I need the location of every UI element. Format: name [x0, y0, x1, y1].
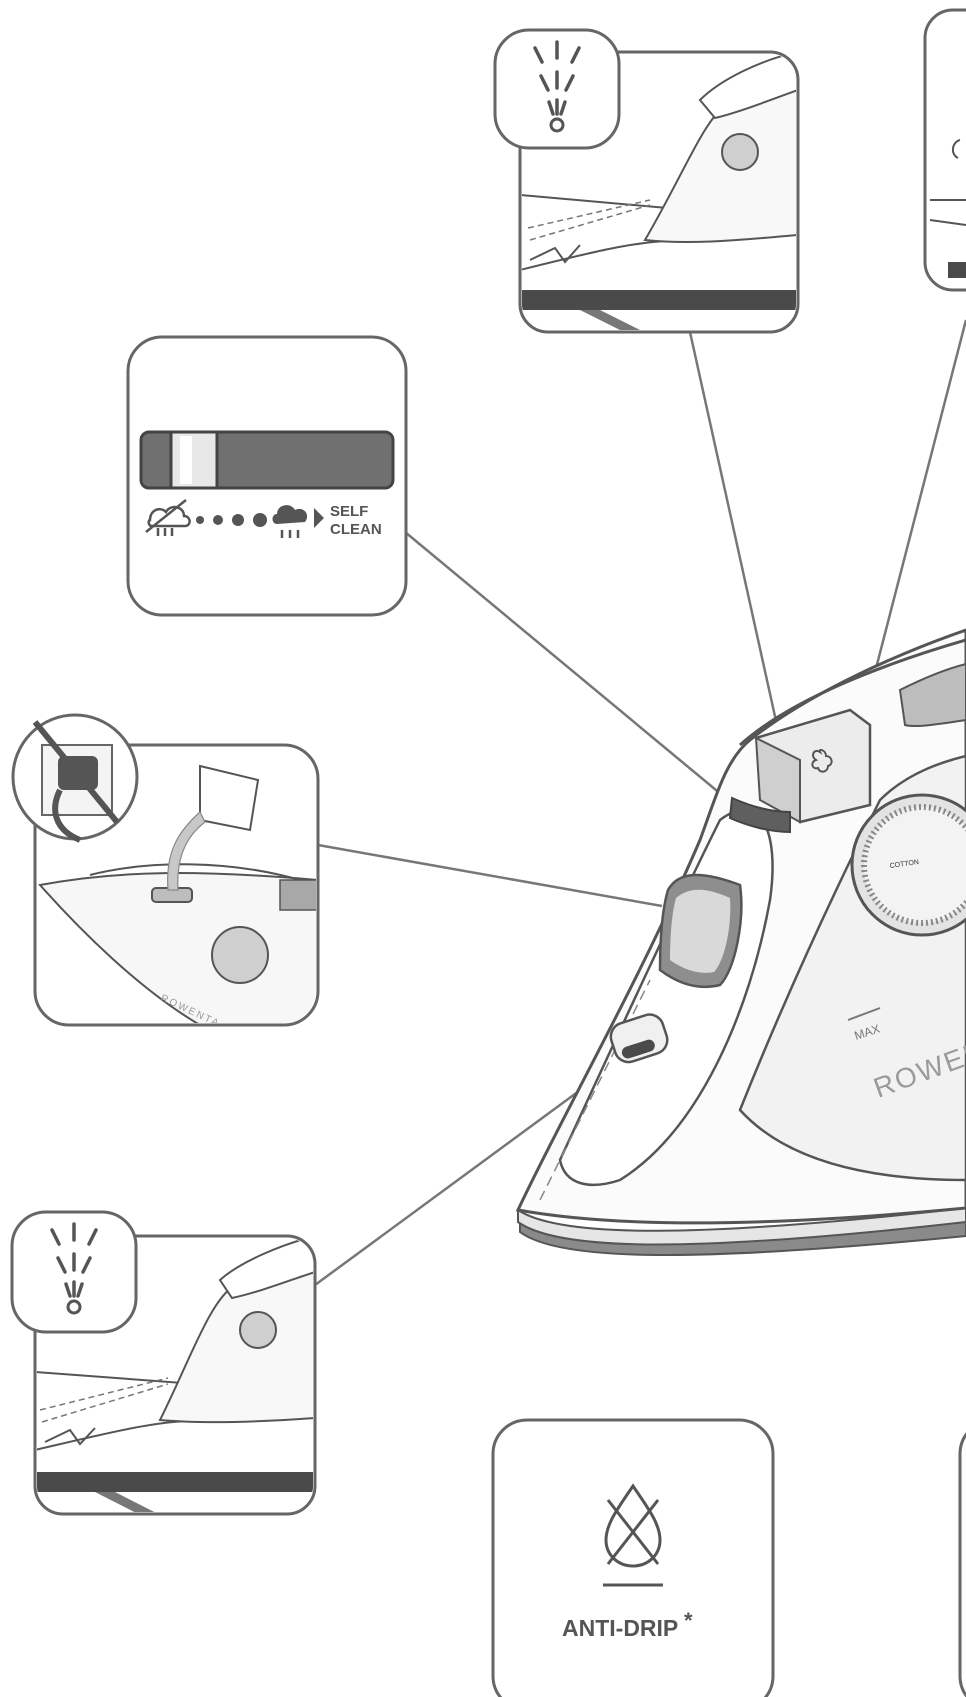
spray-nozzle	[621, 1039, 655, 1059]
panel-anti-drip: ANTI-DRIP *	[491, 1418, 775, 1697]
hand	[698, 54, 796, 120]
steam-burst-icon	[811, 748, 833, 773]
dial-text: COTTON	[889, 859, 919, 870]
lower-ironing-board	[37, 1472, 313, 1492]
self-clean-label-line2: CLEAN	[330, 521, 382, 538]
anti-drip-label: ANTI-DRIP	[562, 1615, 678, 1641]
fill-iron-handle	[89, 863, 301, 881]
steam-icon	[272, 505, 308, 538]
panel-top-right-art	[929, 199, 966, 226]
anti-drip-icon	[604, 1483, 662, 1568]
steam-slider-thumb[interactable]	[169, 430, 219, 490]
fabric-wrinkle	[529, 244, 581, 264]
panel-spray-lower	[10, 1210, 317, 1516]
panel-steam-control: SELF CLEAN	[126, 335, 408, 617]
iron-dash-line	[539, 979, 651, 1201]
lower-mini-dial	[239, 1311, 277, 1349]
fill-iron-grip	[279, 879, 316, 911]
temperature-dial-ring	[861, 804, 966, 926]
spray-icon	[493, 28, 621, 150]
max-line	[847, 1007, 881, 1021]
steam-slider-thumb-shine	[180, 436, 192, 484]
lower-fabric-wrinkle	[44, 1427, 96, 1446]
fill-iron-dial	[211, 926, 269, 984]
iron-soleplate-edge	[517, 1206, 966, 1246]
water-tank-window-inner	[670, 889, 731, 973]
lower-board-leg	[95, 1492, 170, 1512]
no-plug-icon	[11, 713, 139, 843]
mini-dial	[721, 133, 759, 171]
panel-spray-top	[493, 28, 800, 334]
panel-anti-drip-frame	[491, 1418, 775, 1697]
board-leg	[580, 310, 660, 330]
self-clean-arrow	[314, 508, 324, 528]
self-clean-label-line1: SELF	[330, 503, 368, 520]
ironing-board	[522, 290, 796, 310]
water-stream	[167, 811, 206, 891]
panel-top-right-frame	[923, 8, 966, 292]
no-steam-icon	[145, 499, 191, 536]
panel-water-fill: ROWENTA	[11, 713, 320, 1027]
steam-iron: COTTON MAX ROWENTA	[515, 628, 966, 1256]
panel-top-right-board	[948, 262, 966, 278]
spray-mist	[527, 199, 651, 241]
lower-hand	[218, 1238, 313, 1300]
water-jug	[199, 764, 260, 832]
anti-drip-asterisk: *	[684, 1608, 693, 1633]
lower-spray-mist	[39, 1377, 169, 1423]
steam-level-dots	[196, 513, 267, 527]
iron-handle-top	[738, 638, 966, 747]
panel-bottom-right	[958, 1432, 966, 1697]
leader-top-spray	[688, 331, 780, 731]
iron-handle-grip	[898, 662, 966, 728]
panel-top-right-icon	[952, 139, 961, 159]
steam-control-ring[interactable]	[728, 796, 791, 834]
panel-bottom-right-frame	[958, 1432, 966, 1697]
fill-iron-body	[38, 872, 316, 1023]
lower-spray-icon	[10, 1210, 138, 1334]
panel-top-right	[923, 8, 966, 292]
steam-burst-button-side	[754, 736, 801, 824]
leader-water-fill	[317, 843, 663, 908]
leader-steam-control	[404, 531, 729, 801]
